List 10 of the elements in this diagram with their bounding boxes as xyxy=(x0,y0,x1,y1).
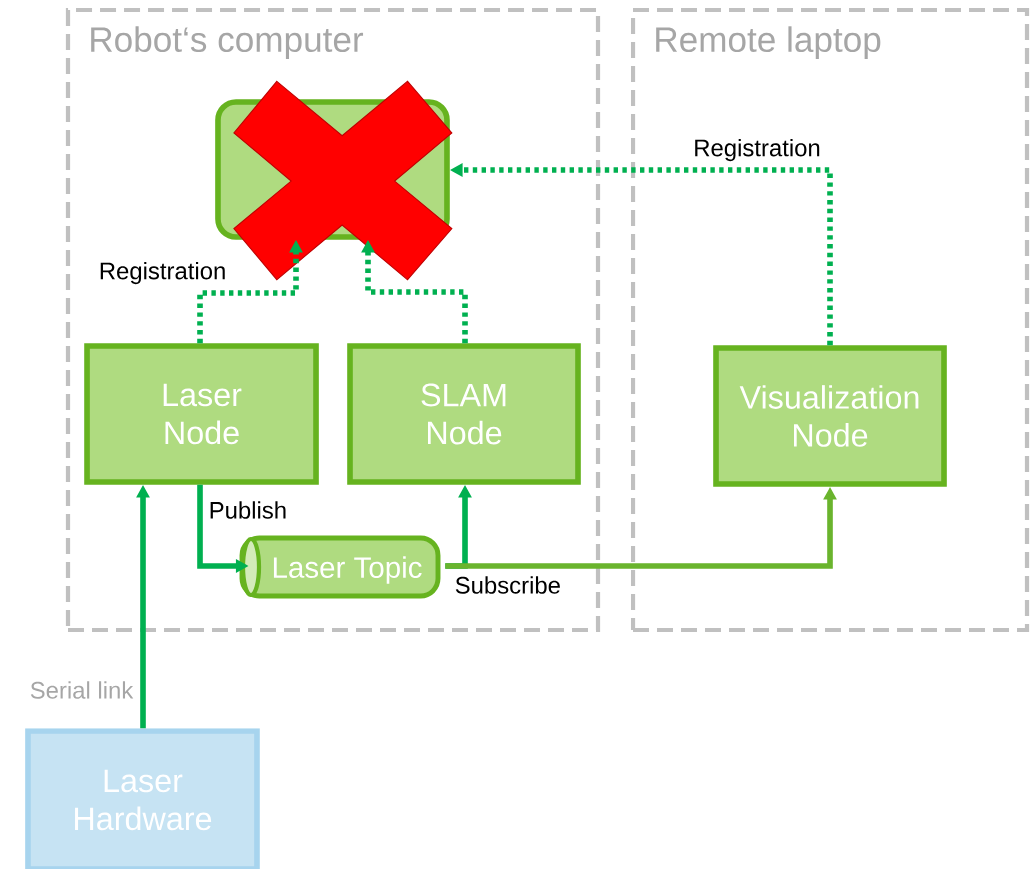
edge-label: Serial link xyxy=(28,679,135,701)
process-box: SLAM Node xyxy=(347,343,581,485)
edge-label: Subscribe xyxy=(453,574,563,596)
edge-label: Registration xyxy=(691,137,823,163)
process-box: Visualization Node xyxy=(713,345,947,487)
edge-label: Registration xyxy=(97,260,228,286)
topic-cylinder: Laser Topic xyxy=(239,535,441,599)
process-box: Laser Node xyxy=(84,343,319,485)
edge-label: Publish xyxy=(207,499,289,521)
hardware-box: Laser Hardware xyxy=(25,728,260,869)
